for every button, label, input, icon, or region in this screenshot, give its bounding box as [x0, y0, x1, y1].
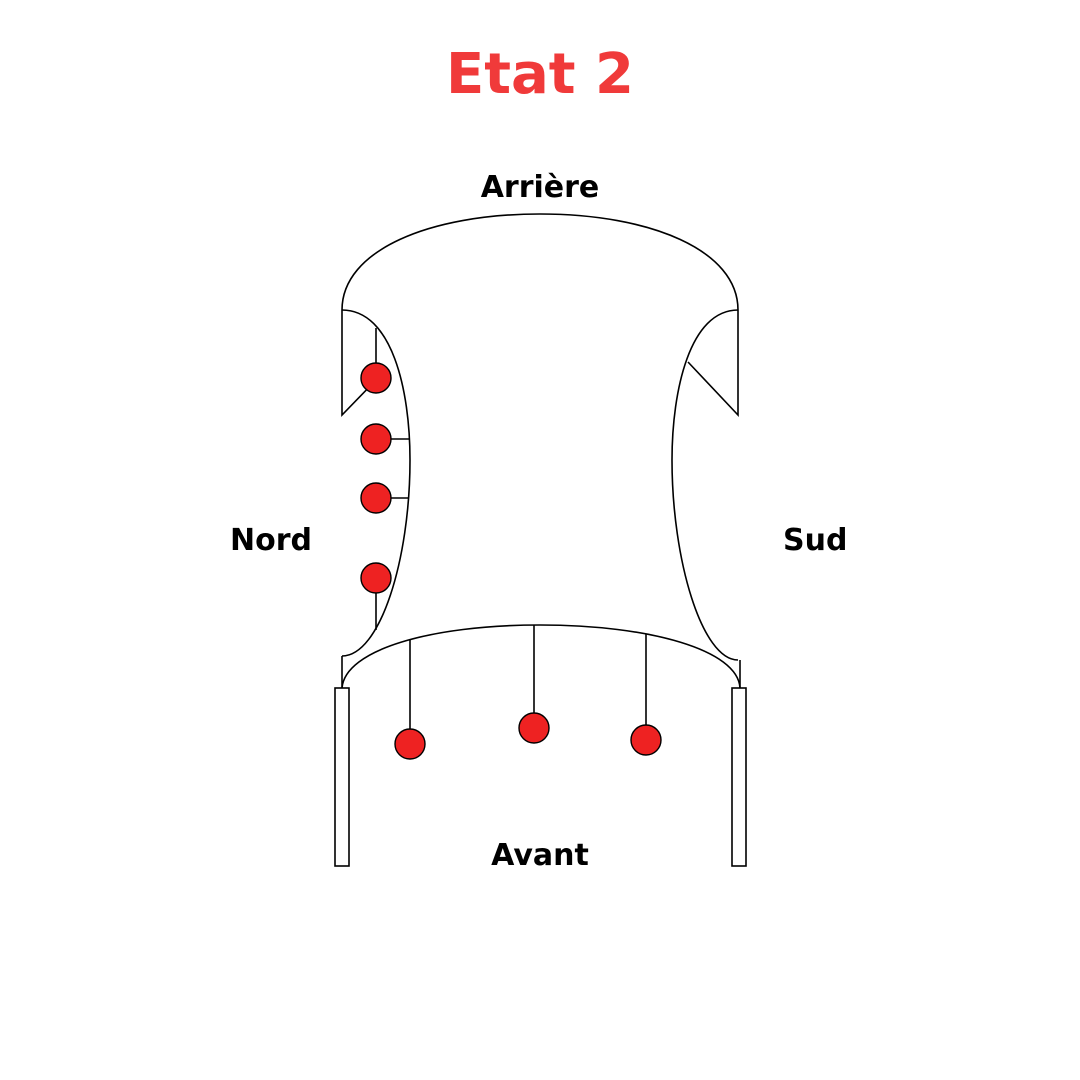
south-front-post	[731, 687, 747, 867]
front-marker-1	[394, 728, 426, 760]
front-marker-2	[518, 712, 550, 744]
front-marker-3	[630, 724, 662, 756]
north-marker-1	[360, 362, 392, 394]
north-marker-2	[360, 423, 392, 455]
north-wall	[341, 309, 411, 657]
front-arc	[341, 624, 741, 689]
label-back: Arrière	[480, 170, 600, 205]
south-wall	[671, 309, 739, 661]
north-marker-4	[360, 562, 392, 594]
back-arc	[341, 213, 739, 311]
label-north: Nord	[230, 523, 312, 558]
north-front-post	[334, 687, 350, 867]
north-flap	[341, 310, 377, 417]
south-flap	[687, 310, 739, 418]
label-front: Avant	[491, 838, 589, 873]
label-south: Sud	[783, 523, 848, 558]
page-title: Etat 2	[445, 42, 635, 107]
north-marker-3	[360, 482, 392, 514]
